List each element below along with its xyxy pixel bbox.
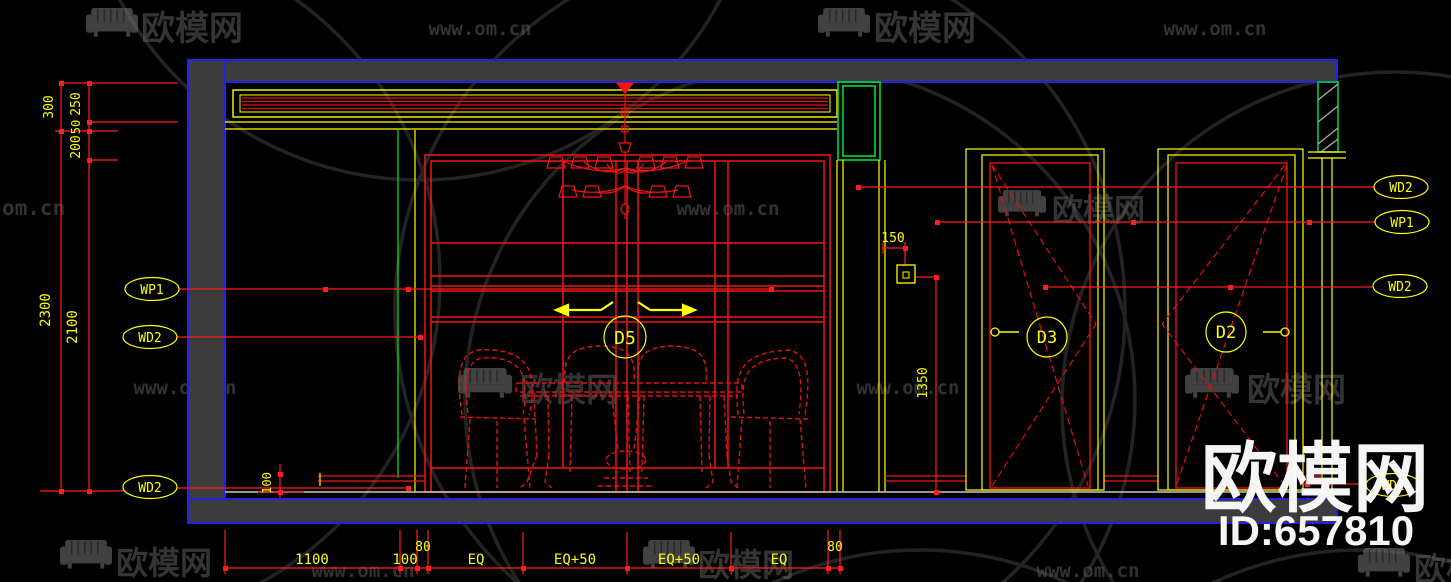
watermark-brand: 欧模网 [698, 547, 794, 582]
dim-2300: 2300 [38, 293, 54, 327]
watermark-site: www.om.cn [857, 377, 960, 399]
tag-wd2: WD2 [138, 331, 161, 346]
socket-symbol [896, 264, 916, 284]
dim-eq: EQ [468, 552, 485, 568]
dim-1350: 1350 [916, 367, 931, 398]
chandelier [546, 82, 704, 219]
tag-wp1: WP1 [1390, 216, 1413, 231]
watermark-site: www.om.cn [312, 560, 415, 582]
floor-slab [187, 498, 1338, 524]
door-d2: D2 [1157, 148, 1304, 491]
dim-300: 300 [42, 95, 57, 118]
cornice [225, 89, 838, 130]
brand-watermark-large: 欧模网 ID:657810 [1201, 437, 1429, 554]
beam-section [837, 81, 881, 161]
door-tag-d2: D2 [1216, 323, 1236, 343]
door-tag-d5: D5 [614, 328, 636, 349]
watermark-site-partial: om.cn [2, 196, 65, 220]
watermark-brand: 欧模网 [874, 10, 976, 48]
finish-tags: WP1 WD2 WD2 WD2 WP1 WD2 WD2 [122, 174, 1430, 500]
left-dimensions: 300 250 50 200 2300 2100 [38, 82, 178, 492]
dim-eq50: EQ+50 [554, 552, 596, 568]
door-handle [1280, 327, 1290, 337]
dim-80: 80 [827, 540, 843, 555]
dim-250: 250 [69, 92, 84, 115]
tag-wp1: WP1 [140, 283, 163, 298]
chair-back [637, 345, 707, 384]
socket-dims: 150 1350 [881, 231, 937, 492]
watermark-brand: 欧模网 [141, 10, 243, 48]
dim-80: 80 [415, 540, 431, 555]
dim-200: 200 [69, 135, 84, 158]
door-tag-circle [1205, 311, 1247, 353]
door-tag-circle [603, 315, 647, 359]
dim-50: 50 [69, 120, 83, 134]
lamp-shades-lower [558, 185, 692, 198]
brand-watermark-text: 欧模网 [1201, 437, 1429, 522]
socket-symbol-glyph [902, 271, 910, 279]
watermark-brand: 欧模网 [116, 545, 212, 581]
id-watermark-text: ID:657810 [1218, 507, 1414, 554]
tag-wd2: WD2 [1381, 479, 1404, 494]
hatched-column-section [1308, 81, 1346, 159]
dim-2100: 2100 [65, 310, 81, 344]
lamp-shades-upper [546, 156, 704, 169]
chair-back [736, 349, 809, 416]
dim-100: 100 [392, 552, 417, 568]
dim-eq50: EQ+50 [658, 552, 700, 568]
door-tag-d3: D3 [1037, 328, 1057, 348]
dim-150: 150 [881, 231, 904, 246]
chair-back [564, 345, 635, 384]
cabinet-d5 [424, 154, 831, 493]
dim-eq: EQ [771, 552, 788, 568]
watermark-site: www.om.cn [429, 18, 532, 40]
left-wall-slab [187, 59, 226, 524]
watermark-site: www.om.cn [1037, 560, 1140, 582]
wall-lines [414, 130, 1333, 492]
table-top [515, 382, 743, 393]
tag-wd2: WD2 [1389, 181, 1412, 196]
watermark-brand: 欧模网 [1414, 551, 1451, 582]
leader-lines [176, 186, 1375, 489]
chair-back [458, 349, 533, 416]
door-d3: D3 [965, 148, 1105, 491]
tag-wd2: WD2 [138, 481, 161, 496]
watermark-site: www.om.cn [1164, 18, 1267, 40]
tag-wd2: WD2 [1388, 280, 1411, 295]
dining-set [458, 345, 809, 489]
ceiling-slab [187, 59, 1338, 83]
structural-slabs [187, 59, 1338, 524]
d5-tag: D5 [553, 301, 698, 359]
dim-skirt-100: 100 [260, 472, 274, 494]
door-tag-circle [1026, 316, 1068, 358]
watermark-brand: 欧模网 [1247, 371, 1346, 408]
skirting [318, 473, 1322, 486]
dimension-node-dots [59, 81, 1312, 571]
dim-1100: 1100 [295, 552, 329, 568]
watermark-brand: 欧模网 [520, 371, 619, 408]
